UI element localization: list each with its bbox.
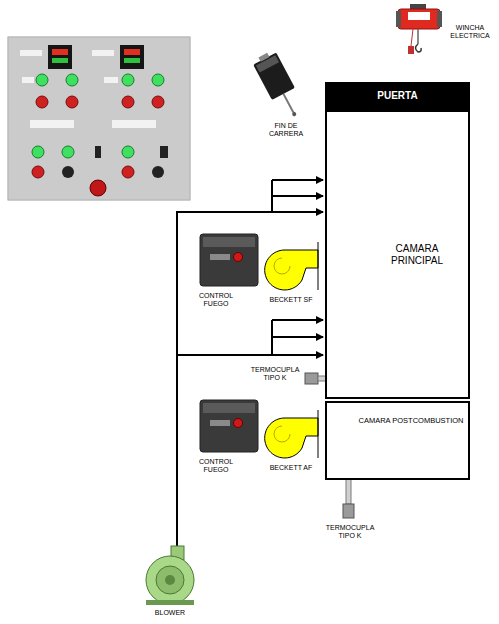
air-pipe <box>272 336 323 338</box>
control-panel-photo <box>62 146 74 158</box>
thermocouple-icon <box>305 373 318 384</box>
control-panel-photo <box>48 45 72 69</box>
control-panel-photo <box>120 45 144 69</box>
winch-icon <box>408 46 414 54</box>
part-label: TERMOCUPLA TIPO K <box>248 366 302 382</box>
control-panel-photo <box>8 37 190 200</box>
node-title: PUERTA <box>377 90 417 102</box>
control-panel-photo <box>160 146 168 158</box>
winch-icon <box>408 12 430 20</box>
air-pipe <box>272 319 323 321</box>
node-title: CAMARA POSTCOMBUSTION <box>358 417 463 426</box>
control-panel-photo <box>152 96 164 108</box>
winch-icon <box>398 9 440 29</box>
control-panel-photo <box>32 166 44 178</box>
burner-icon <box>318 410 319 458</box>
flame-control-icon <box>210 254 230 260</box>
blower-icon <box>156 566 184 594</box>
flame-control-icon <box>234 253 243 262</box>
flame-control-icon <box>200 234 258 452</box>
air-pipe <box>176 212 178 548</box>
flame-control-icon <box>203 403 255 413</box>
burner-icon <box>265 242 318 458</box>
part-label: CONTROL FUEGO <box>194 458 238 474</box>
air-pipe <box>176 180 323 548</box>
winch-icon <box>437 11 442 27</box>
blower-icon <box>165 575 175 585</box>
burner-icon <box>274 426 290 442</box>
limit-switch-icon <box>283 94 293 113</box>
burner-icon <box>318 242 319 290</box>
air-pipe <box>272 354 323 356</box>
flame-control-icon <box>203 237 255 247</box>
control-panel-photo <box>122 146 134 158</box>
control-panel-photo <box>124 49 140 55</box>
air-pipe <box>272 179 323 181</box>
control-panel-photo <box>124 58 140 63</box>
control-panel-photo <box>36 74 48 86</box>
flame-control-icon <box>234 419 243 428</box>
control-panel-photo <box>36 96 48 108</box>
blower-icon <box>146 600 194 605</box>
door-band: PUERTA <box>325 82 470 110</box>
air-pipe <box>272 211 323 213</box>
part-label: BECKETT SF <box>258 296 324 304</box>
part-label: BLOWER <box>140 609 200 617</box>
winch-icon <box>410 4 426 9</box>
air-pipe <box>176 354 272 356</box>
control-panel-photo <box>95 146 101 158</box>
node-title: CAMARA PRINCIPAL <box>369 243 465 266</box>
control-panel-photo <box>122 74 134 86</box>
burner-icon <box>265 418 318 458</box>
control-panel-photo <box>152 74 164 86</box>
limit-switch-icon <box>253 52 295 100</box>
control-panel-photo <box>122 166 134 178</box>
part-label: TERMOCUPLA TIPO K <box>320 524 380 540</box>
control-panel-photo <box>22 77 34 83</box>
control-panel-photo <box>62 166 74 178</box>
part-label: CONTROL FUEGO <box>194 292 238 308</box>
winch-icon <box>417 29 419 44</box>
control-panel-photo <box>90 180 106 196</box>
control-panel-photo <box>92 50 114 56</box>
limit-switch-icon <box>258 53 269 62</box>
air-pipe <box>272 195 323 197</box>
part-label: WINCHA ELECTRICA <box>444 24 496 40</box>
limit-switch-icon <box>251 49 306 122</box>
part-label: FIN DE CARRERA <box>260 122 312 138</box>
control-panel-photo <box>20 50 42 56</box>
control-panel-photo <box>32 146 44 158</box>
control-panel-photo <box>66 96 78 108</box>
limit-switch-icon <box>292 111 297 116</box>
control-panel-photo <box>152 166 164 178</box>
blower-icon <box>146 546 194 605</box>
flame-control-icon <box>200 234 258 286</box>
winch-icon <box>411 29 413 46</box>
control-panel-photo <box>112 120 156 128</box>
control-panel-photo <box>8 37 190 200</box>
winch-icon <box>396 11 401 27</box>
blower-icon <box>146 556 194 604</box>
control-panel-photo <box>104 77 118 83</box>
control-panel-photo <box>122 96 134 108</box>
burner-icon <box>265 250 318 290</box>
postcombustion-chamber: CAMARA POSTCOMBUSTION <box>325 401 470 480</box>
winch-icon <box>396 4 442 54</box>
control-panel-photo <box>30 120 74 128</box>
control-panel-photo <box>8 37 190 200</box>
flame-control-icon <box>200 400 258 452</box>
thermocouple-icon <box>343 504 354 518</box>
main-chamber: CAMARA PRINCIPAL <box>325 110 470 399</box>
control-panel-photo <box>66 74 78 86</box>
flame-control-icon <box>210 420 230 426</box>
air-pipe <box>176 211 272 213</box>
part-label: BECKETT AF <box>258 464 324 472</box>
control-panel-photo <box>52 58 68 63</box>
burner-icon <box>274 258 290 274</box>
control-panel-photo <box>52 49 68 55</box>
winch-icon <box>416 44 422 52</box>
